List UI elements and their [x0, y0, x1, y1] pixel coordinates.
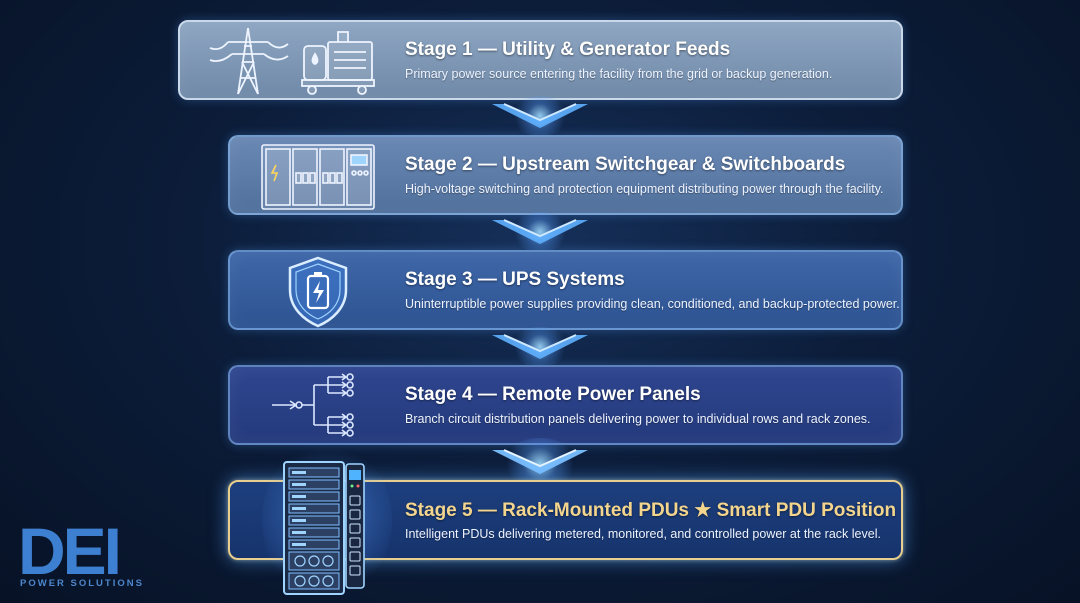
stage-5-title: Stage 5 — Rack-Mounted PDUs ★ Smart PDU … [405, 500, 897, 521]
stage-1-description: Primary power source entering the facili… [405, 67, 833, 81]
dei-logo: DEI [18, 518, 122, 578]
smart-pdu-icon [345, 463, 365, 589]
branch-distribution-icon [272, 373, 354, 437]
down-chevron-icon [492, 219, 588, 244]
down-chevron-icon [492, 449, 588, 474]
generator-icon [301, 31, 375, 95]
stage-2-description: High-voltage switching and protection eq… [405, 182, 884, 196]
shield-battery-icon [288, 256, 348, 328]
power-tower-icon [209, 27, 289, 95]
stage-5-description: Intelligent PDUs delivering metered, mon… [405, 527, 881, 541]
down-chevron-icon [492, 103, 588, 128]
stage-4-description: Branch circuit distribution panels deliv… [405, 412, 871, 426]
dei-logo-mark: DEI [18, 518, 119, 578]
server-rack-icon [283, 461, 345, 595]
stage-1-title: Stage 1 — Utility & Generator Feeds [405, 39, 731, 60]
stage-3-card: Stage 3 — UPS Systems Uninterruptible po… [228, 250, 903, 330]
stage-3-description: Uninterruptible power supplies providing… [405, 297, 900, 311]
stage-2-title: Stage 2 — Upstream Switchgear & Switchbo… [405, 154, 846, 175]
stage-4-title: Stage 4 — Remote Power Panels [405, 384, 701, 405]
stage-1-card: Stage 1 — Utility & Generator Feeds Prim… [178, 20, 903, 100]
stage-4-card: Stage 4 — Remote Power Panels Branch cir… [228, 365, 903, 445]
stage-3-title: Stage 3 — UPS Systems [405, 269, 625, 290]
logo-subtitle: POWER SOLUTIONS [20, 578, 144, 589]
down-chevron-icon [492, 334, 588, 359]
stage-2-card: Stage 2 — Upstream Switchgear & Switchbo… [228, 135, 903, 215]
switchgear-cabinet-icon [261, 144, 375, 210]
